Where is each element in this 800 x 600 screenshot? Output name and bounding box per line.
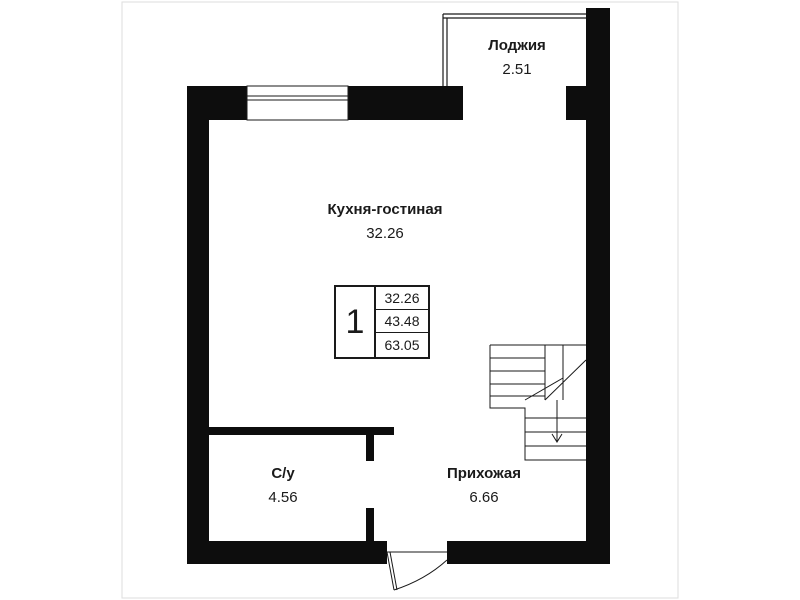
area-legend: 1 32.26 43.48 63.05	[334, 285, 430, 359]
wall-left	[187, 86, 209, 564]
stairs	[489, 344, 587, 461]
room-bath: С/у 4.56	[163, 466, 403, 505]
legend-value: 63.05	[384, 336, 420, 353]
room-area: 4.56	[268, 489, 298, 506]
room-area: 32.26	[366, 225, 404, 242]
legend-value: 32.26	[376, 287, 428, 310]
room-name: Лоджия	[488, 37, 546, 54]
wall-bottom-left	[187, 541, 387, 564]
room-kitchen: Кухня-гостиная 32.26	[265, 202, 505, 241]
room-area: 2.51	[502, 61, 532, 78]
room-hall: Прихожая 6.66	[364, 466, 604, 505]
room-name: Кухня-гостиная	[327, 201, 443, 218]
entrance-door	[386, 551, 448, 591]
wall-bath-right-upper	[366, 427, 374, 461]
window	[246, 85, 349, 121]
room-name: С/у	[271, 465, 295, 482]
image-frame	[121, 1, 679, 599]
room-area: 6.66	[469, 489, 499, 506]
rooms-count: 1	[336, 287, 376, 357]
loggia-outline	[442, 13, 586, 86]
room-name: Прихожая	[446, 465, 521, 482]
wall-bottom-right	[447, 541, 610, 564]
wall-bath-top	[209, 427, 394, 435]
legend-value: 43.48	[376, 310, 428, 333]
legend-values: 32.26 43.48 63.05	[376, 287, 428, 357]
room-loggia: Лоджия 2.51	[397, 38, 637, 77]
wall-top-right	[566, 86, 588, 120]
wall-right	[586, 8, 610, 564]
wall-bath-right-lower	[366, 508, 374, 543]
wall-top-middle	[348, 86, 463, 120]
walls	[187, 8, 610, 564]
wall-top-left	[187, 86, 247, 120]
